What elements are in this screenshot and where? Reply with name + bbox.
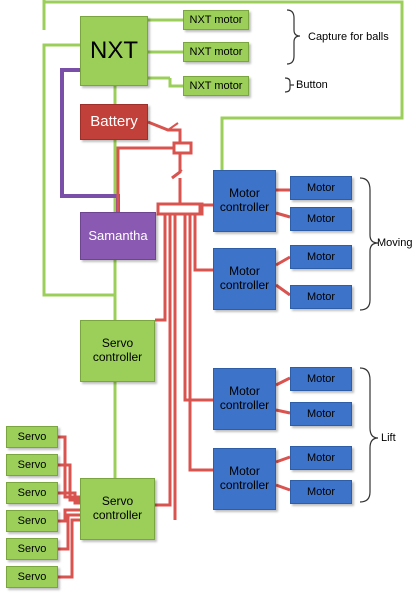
switch-symbols bbox=[167, 122, 183, 179]
button-label: Button bbox=[296, 79, 328, 91]
wire-nxt-to-servo-controller-1 bbox=[42, 43, 117, 320]
servo-box-6: Servo bbox=[6, 566, 58, 588]
motor-box-8: Motor bbox=[290, 480, 352, 504]
servo-controller-1: Servo controller bbox=[80, 320, 155, 382]
motor-box-7: Motor bbox=[290, 446, 352, 470]
motor-controller-2: Motor controller bbox=[213, 248, 276, 310]
wire-nxt-to-samantha bbox=[60, 68, 120, 212]
moving-label: Moving bbox=[377, 237, 413, 249]
group-brackets bbox=[284, 9, 379, 503]
motor-controller-1: Motor controller bbox=[213, 170, 276, 232]
servo-box-3: Servo bbox=[6, 482, 58, 504]
power-wires bbox=[58, 120, 291, 579]
nxt-box: NXT bbox=[80, 16, 148, 86]
motor-box-6: Motor bbox=[290, 402, 352, 426]
signal-wires bbox=[42, 0, 404, 478]
servo-box-1: Servo bbox=[6, 426, 58, 448]
motor-box-2: Motor bbox=[290, 207, 352, 231]
lift-bracket bbox=[359, 367, 379, 503]
servo-box-5: Servo bbox=[6, 538, 58, 560]
motor-box-1: Motor bbox=[290, 176, 352, 200]
capture-bracket bbox=[286, 9, 301, 65]
button-bracket bbox=[284, 77, 294, 93]
motor-box-3: Motor bbox=[290, 245, 352, 269]
nxt-motor-box-3: NXT motor bbox=[183, 76, 249, 96]
moving-bracket bbox=[359, 177, 379, 311]
motor-box-5: Motor bbox=[290, 367, 352, 391]
nxt-motor-box-1: NXT motor bbox=[183, 10, 249, 30]
motor-controller-3: Motor controller bbox=[213, 368, 276, 430]
wire-nxt-to-motor-controllers bbox=[42, 0, 404, 178]
servo-box-4: Servo bbox=[6, 510, 58, 532]
motor-controller-4: Motor controller bbox=[213, 448, 276, 510]
servo-box-2: Servo bbox=[6, 454, 58, 476]
capture-for-balls-label: Capture for balls bbox=[308, 31, 389, 43]
lift-label: Lift bbox=[381, 432, 396, 444]
samantha-box: Samantha bbox=[80, 212, 156, 260]
motor-box-4: Motor bbox=[290, 285, 352, 309]
nxt-motor-box-2: NXT motor bbox=[183, 42, 249, 62]
battery-box: Battery bbox=[80, 104, 148, 140]
servo-controller-2: Servo controller bbox=[80, 478, 155, 540]
